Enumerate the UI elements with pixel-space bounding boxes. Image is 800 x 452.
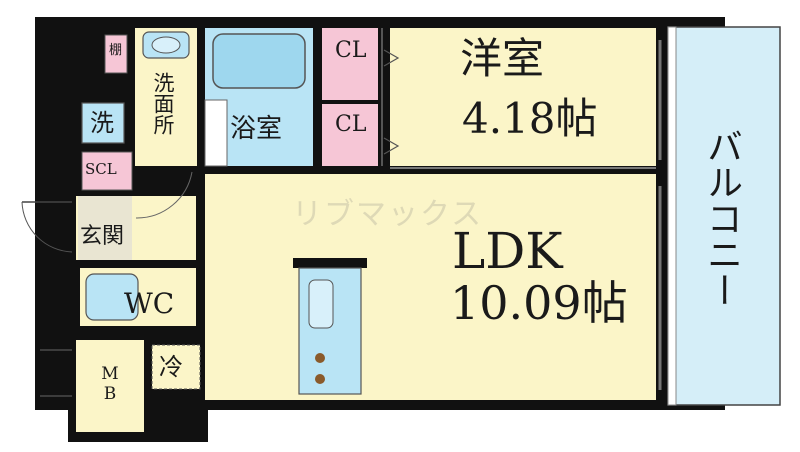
wc-label: WC bbox=[124, 287, 175, 320]
watermark: リブマックス bbox=[292, 197, 484, 232]
closet-bottom bbox=[322, 104, 378, 166]
shelf-label: 棚 bbox=[109, 43, 123, 58]
balcony-area bbox=[667, 26, 781, 406]
shelf bbox=[104, 34, 128, 74]
stove-burner-2 bbox=[315, 374, 325, 384]
mb-door-swing bbox=[40, 349, 72, 397]
ldk-room-size: 10.09帖 bbox=[450, 276, 628, 330]
fridge-label: 冷 bbox=[159, 353, 183, 381]
hall-door-swing bbox=[135, 171, 193, 219]
bathroom-corner bbox=[204, 99, 228, 167]
kitchen-sink bbox=[308, 279, 334, 329]
entrance-door-swing bbox=[21, 201, 73, 253]
mb-label: MB bbox=[100, 364, 120, 404]
toilet bbox=[85, 273, 139, 321]
stove-burner-1 bbox=[315, 353, 325, 363]
balcony-label: バルコニー bbox=[701, 128, 742, 308]
mb-closet bbox=[76, 340, 144, 432]
washer-spot bbox=[81, 102, 125, 144]
western-room bbox=[390, 28, 656, 166]
kitchen-counter-wall bbox=[293, 258, 367, 268]
western-room-size: 4.18帖 bbox=[462, 94, 598, 143]
balcony-wall-strip bbox=[667, 26, 677, 406]
washer-label: 洗 bbox=[90, 109, 114, 137]
ldk-room bbox=[205, 174, 656, 400]
entrance-tiles bbox=[78, 196, 132, 260]
entrance-label: 玄関 bbox=[80, 224, 125, 249]
closet-door-mark-top bbox=[383, 49, 400, 67]
closet-bottom-label: CL bbox=[335, 112, 367, 137]
bathtub bbox=[212, 33, 306, 89]
ldk-room-name: LDK bbox=[452, 222, 563, 280]
closet-top bbox=[322, 28, 378, 100]
bathroom-label: 浴室 bbox=[230, 114, 283, 144]
closet-door-mark-bottom bbox=[383, 137, 400, 155]
closet-top-label: CL bbox=[335, 38, 367, 63]
scl-label: SCL bbox=[85, 160, 117, 178]
scl-closet bbox=[81, 151, 133, 191]
wash-bowl bbox=[151, 36, 181, 54]
washroom-label: 洗面所 bbox=[151, 72, 175, 135]
western-room-name: 洋室 bbox=[460, 34, 545, 83]
fridge-spot bbox=[151, 344, 201, 390]
